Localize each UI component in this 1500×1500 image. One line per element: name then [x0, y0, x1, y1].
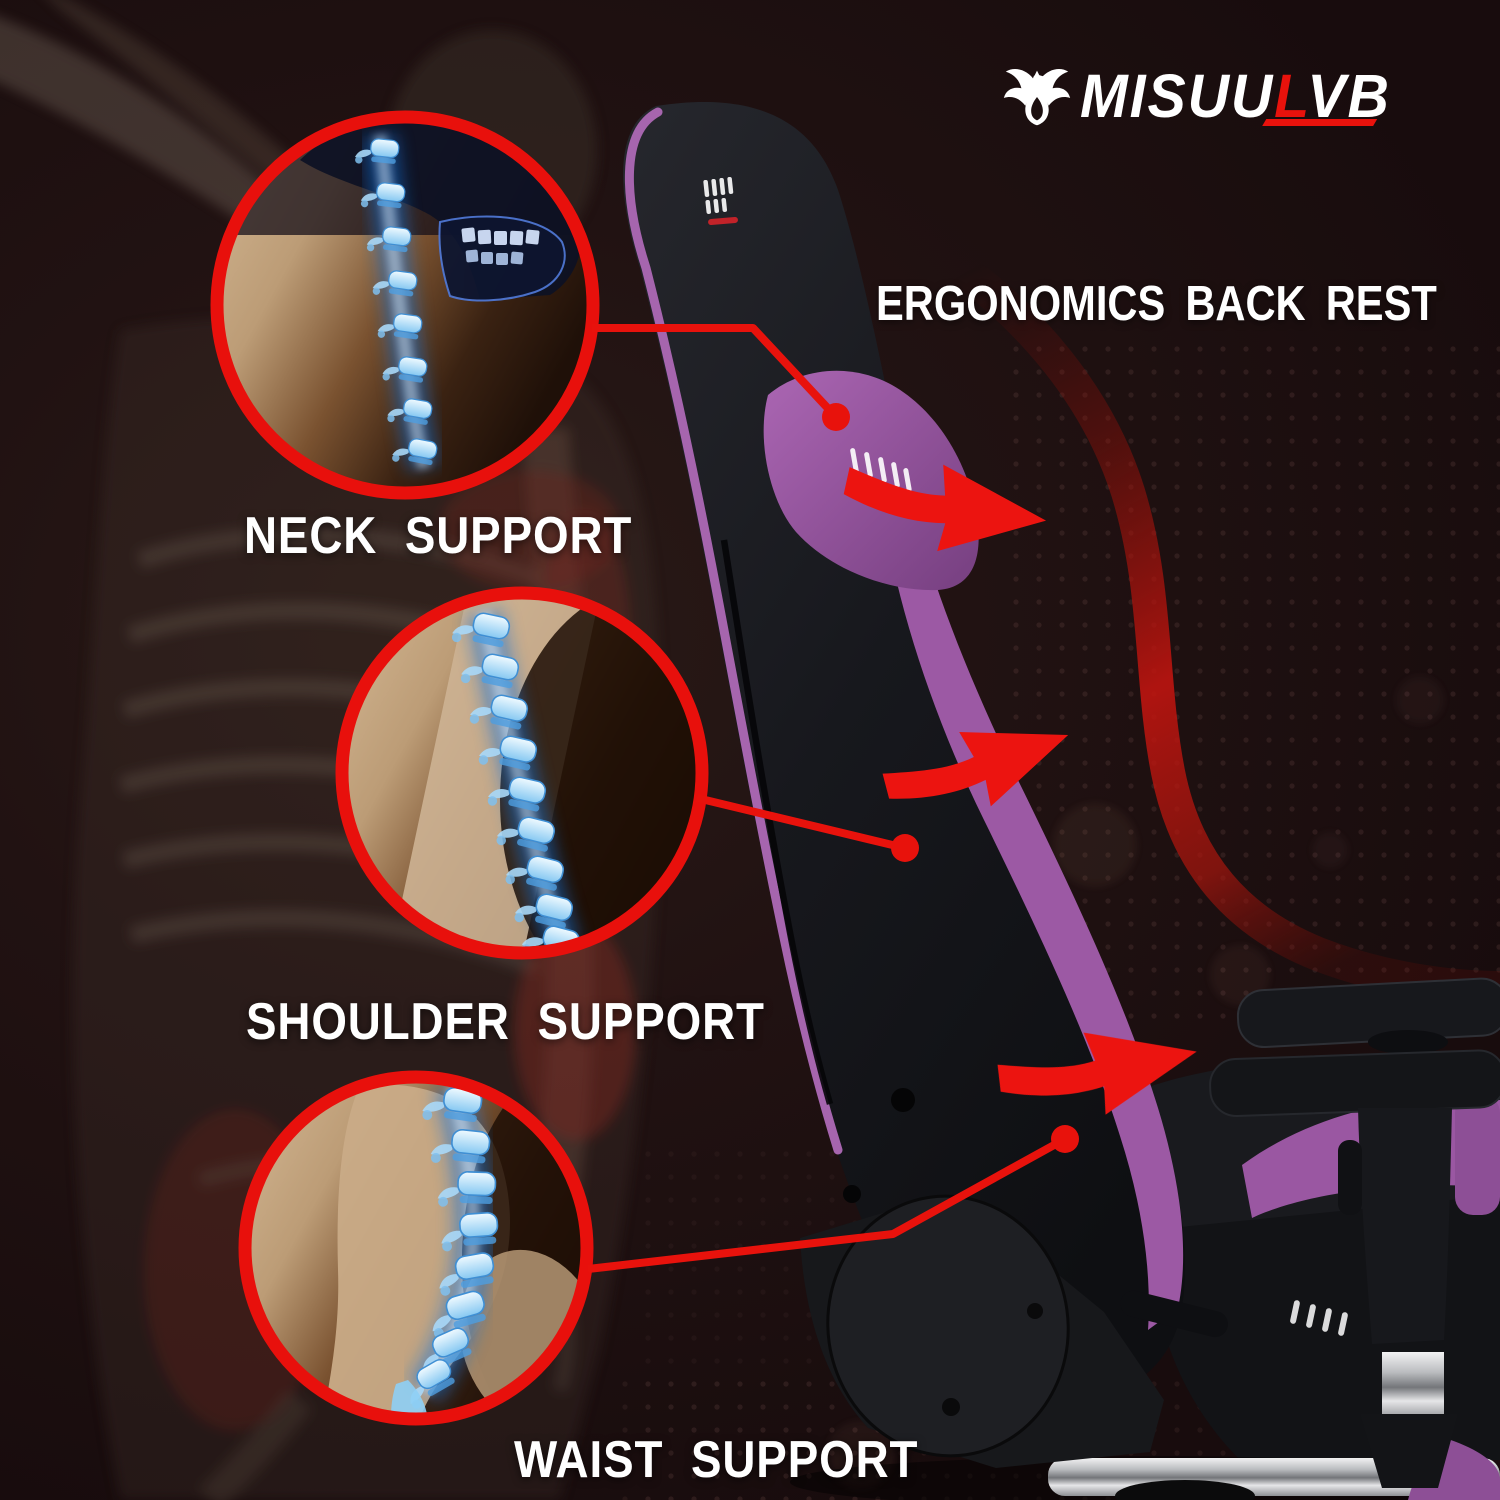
skull-teeth	[461, 227, 540, 265]
brand-name-accent: L	[1274, 62, 1312, 130]
armrest-adjust-lever	[1338, 1140, 1362, 1215]
backrest-purple-piping	[625, 107, 843, 1155]
brand-logo: MISUULVB	[998, 56, 1411, 136]
thoracic-spine	[449, 606, 583, 947]
label-shoulder-support: SHOULDER SUPPORT	[246, 993, 765, 1051]
neck-callout	[210, 110, 600, 500]
armrest-post	[1358, 1108, 1452, 1344]
callout-connectors	[587, 324, 1067, 1273]
armrest-near-pad	[1209, 1049, 1500, 1117]
shoulder-connector-line	[696, 794, 906, 852]
shoulder-xray-illustration	[348, 599, 696, 947]
waist-callout	[238, 1070, 594, 1426]
seat-embroidery	[1290, 1300, 1348, 1336]
red-contour-ribbon	[942, 248, 1500, 1005]
sacrum	[391, 1380, 428, 1413]
waist-callout-ring	[238, 1070, 594, 1426]
backrest-side-purple	[1455, 1095, 1500, 1215]
waist-connector-line	[587, 1135, 1067, 1273]
backrest-purple-band	[883, 470, 1184, 1330]
headline-ergonomics-backrest: ERGONOMICS BACK REST	[876, 277, 1437, 331]
gaming-chair	[623, 101, 1500, 1500]
waist-xray-illustration	[251, 1083, 581, 1413]
connector-endpoints	[822, 403, 1079, 1153]
backrest-zipper-seam	[720, 539, 834, 1105]
recline-lever	[1120, 1290, 1228, 1338]
armrest-foot-cone	[1360, 1414, 1458, 1488]
label-neck-support: NECK SUPPORT	[244, 507, 633, 565]
neck-xray-illustration	[223, 123, 587, 487]
logo-underline	[1262, 119, 1378, 126]
brand-name-prefix: MISUU	[1080, 62, 1275, 130]
shoulder-callout-ring	[335, 586, 709, 960]
caster-wheel	[1115, 1480, 1255, 1500]
armrest-chrome-cylinder	[1382, 1352, 1444, 1420]
cervical-spine	[353, 133, 441, 472]
brand-name-suffix: VB	[1307, 62, 1391, 130]
neck-connector-dot	[822, 403, 850, 431]
waist-connector-dot	[1051, 1125, 1079, 1153]
shoulder-callout	[335, 586, 709, 960]
phoenix-icon	[998, 57, 1076, 135]
brand-name: MISUULVB	[1080, 56, 1391, 136]
label-waist-support: WAIST SUPPORT	[514, 1431, 919, 1489]
shoulder-connector-dot	[891, 834, 919, 862]
neck-callout-ring	[210, 110, 600, 500]
recline-disc-cover	[826, 1194, 1070, 1458]
headrest-embroidery	[703, 176, 738, 226]
neck-connector-line	[592, 324, 839, 420]
lumbar-spine	[391, 1083, 500, 1413]
